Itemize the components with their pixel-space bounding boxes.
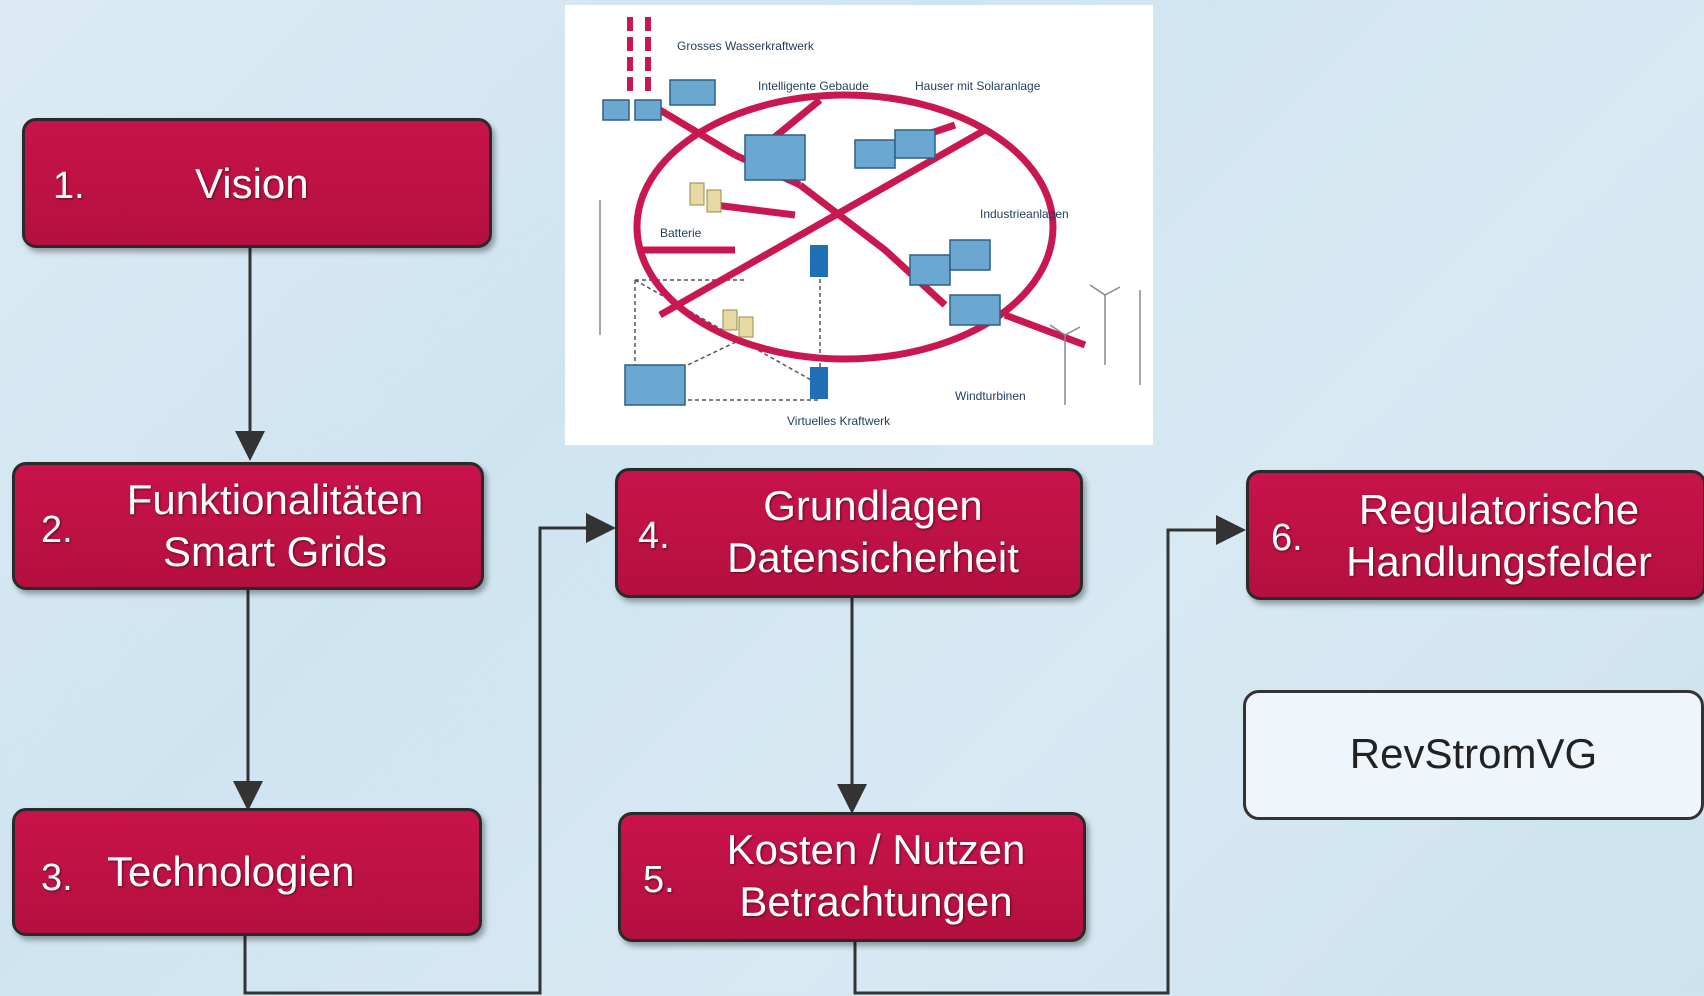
label-gebaude: Intelligente Gebaude <box>758 79 869 93</box>
box-regulatorisch: 6. Regulatorische Handlungsfelder <box>1246 470 1704 600</box>
box-number: 2. <box>41 509 73 551</box>
arrow-5-to-6 <box>853 515 1246 995</box>
label-kraftwerk: Virtuelles Kraftwerk <box>787 414 891 428</box>
arrow-3-to-4 <box>243 513 616 995</box>
box-funktionalitaeten: 2. Funktionalitäten Smart Grids <box>12 462 484 590</box>
label-wind: Windturbinen <box>955 389 1026 403</box>
smart-grid-illustration: Grosses Wasserkraftwerk Intelligente Geb… <box>565 5 1153 445</box>
revstromvg-label: RevStromVG <box>1349 730 1598 777</box>
box-label-line1: Kosten / Nutzen <box>726 826 1026 873</box>
label-solar: Hauser mit Solaranlage <box>915 79 1041 93</box>
box-label: Technologien <box>107 848 355 895</box>
box-number: 3. <box>41 857 73 899</box>
box-label-line1: Regulatorische <box>1358 486 1640 533</box>
box-number: 4. <box>638 515 670 557</box>
box-technologien: 3. Technologien <box>12 808 482 936</box>
box-label-line2: Betrachtungen <box>739 878 1013 925</box>
box-number: 1. <box>53 165 85 207</box>
box-label-line2: Handlungsfelder <box>1346 538 1652 585</box>
box-label-line2: Smart Grids <box>162 528 388 575</box>
box-number: 6. <box>1271 517 1303 559</box>
box-vision: 1. Vision <box>22 118 492 248</box>
box-kosten-nutzen: 5. Kosten / Nutzen Betrachtungen <box>618 812 1086 942</box>
box-label-line2: Datensicherheit <box>727 534 1019 581</box>
label-industrie: Industrieanlagen <box>980 207 1069 221</box>
revstromvg-box: RevStromVG <box>1243 690 1704 820</box>
box-number: 5. <box>643 859 675 901</box>
box-label: Vision <box>195 160 309 207</box>
box-label-line1: Grundlagen <box>763 482 983 529</box>
box-label-line1: Funktionalitäten <box>126 476 424 523</box>
label-batterie: Batterie <box>660 226 702 240</box>
label-wasserkraftwerk: Grosses Wasserkraftwerk <box>677 39 815 53</box>
box-grundlagen: 4. Grundlagen Datensicherheit <box>615 468 1083 598</box>
